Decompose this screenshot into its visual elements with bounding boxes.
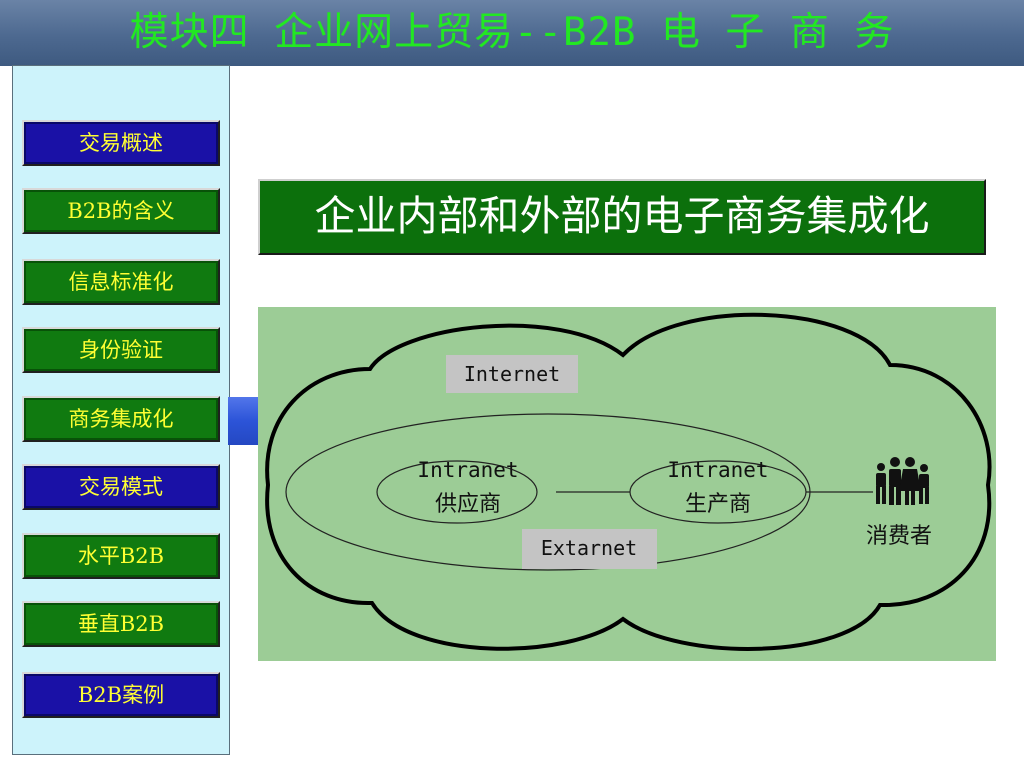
producer-intranet-ellipse [629,460,807,524]
nav-item-horizontal-b2b[interactable]: 水平B2B [22,533,220,579]
slide-title: 模块四 企业网上贸易--B2B 电 子 商 务 [129,10,895,55]
extranet-label: Extarnet [541,536,637,560]
internet-cloud [265,312,992,651]
nav-item-business-integration[interactable]: 商务集成化 [22,396,220,442]
producer-intranet-label: Intranet [667,458,768,482]
header-bar: 模块四 企业网上贸易--B2B 电 子 商 务 [0,0,1024,66]
consumer-label: 消费者 [866,524,932,549]
supplier-label: 供应商 [435,492,501,517]
nav-item-b2b-cases[interactable]: B2B案例 [22,672,220,718]
supplier-intranet-label: Intranet [417,458,518,482]
nav-item-transaction-overview[interactable]: 交易概述 [22,120,220,166]
producer-label: 生产商 [685,492,751,517]
nav-item-info-standardization[interactable]: 信息标准化 [22,259,220,305]
nav-item-identity-verification[interactable]: 身份验证 [22,327,220,373]
nav-item-b2b-meaning[interactable]: B2B的含义 [22,188,220,234]
nav-item-vertical-b2b[interactable]: 垂直B2B [22,601,220,647]
people-group-icon [876,457,929,505]
nav-item-transaction-modes[interactable]: 交易模式 [22,464,220,510]
section-title: 企业内部和外部的电子商务集成化 [258,179,986,255]
integration-diagram: Internet Extarnet Intranet 供应商 Intranet … [258,307,996,661]
internet-label-box [446,355,578,393]
sidebar-nav: 交易概述 B2B的含义 信息标准化 身份验证 商务集成化 交易模式 水平B2B … [12,65,230,755]
supplier-intranet-ellipse [376,460,538,524]
internet-label: Internet [464,362,560,386]
extranet-label-box [522,529,657,569]
